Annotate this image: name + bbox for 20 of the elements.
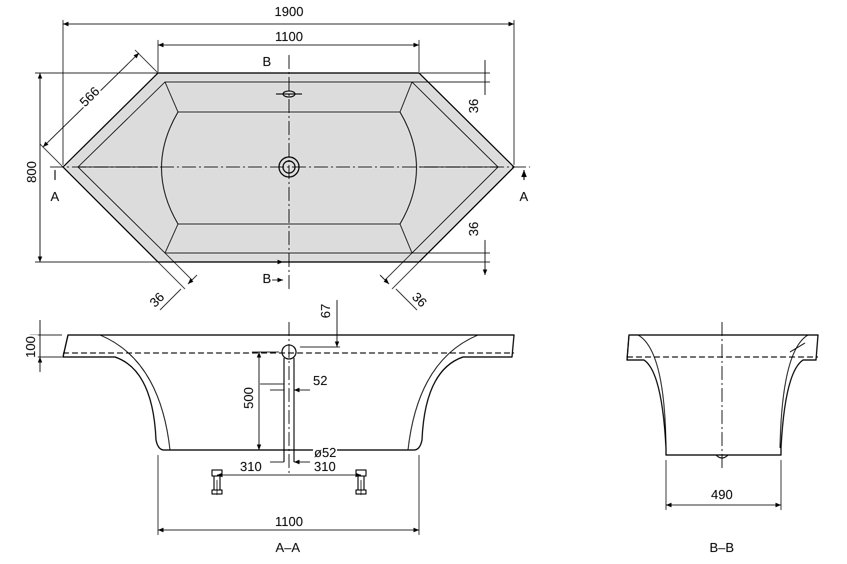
dimension-label: B–B bbox=[708, 541, 736, 555]
dimension-label: A–A bbox=[274, 541, 302, 555]
dimension-label: 36 bbox=[467, 98, 482, 114]
dimension-label: 67 bbox=[319, 302, 334, 320]
dimension-label: 52 bbox=[312, 374, 328, 388]
dimension-label: 36 bbox=[467, 220, 482, 238]
dimension-label: 310 bbox=[313, 460, 337, 474]
dimension-label: 100 bbox=[24, 335, 38, 359]
dimension-label: 1100 bbox=[274, 515, 304, 529]
dimension-label: 800 bbox=[24, 160, 39, 184]
dimension-label: 490 bbox=[710, 488, 734, 502]
dimension-label: B bbox=[262, 272, 272, 286]
dimension-label: 1900 bbox=[274, 5, 304, 19]
dimension-label: A bbox=[50, 190, 60, 204]
dimension-label: 500 bbox=[242, 386, 256, 410]
dimension-label: B bbox=[262, 55, 272, 69]
dimension-label: 310 bbox=[239, 460, 263, 474]
dimension-label: ø52 bbox=[313, 446, 338, 460]
dimension-label: 1100 bbox=[274, 30, 304, 44]
dimension-label: A bbox=[518, 190, 530, 204]
